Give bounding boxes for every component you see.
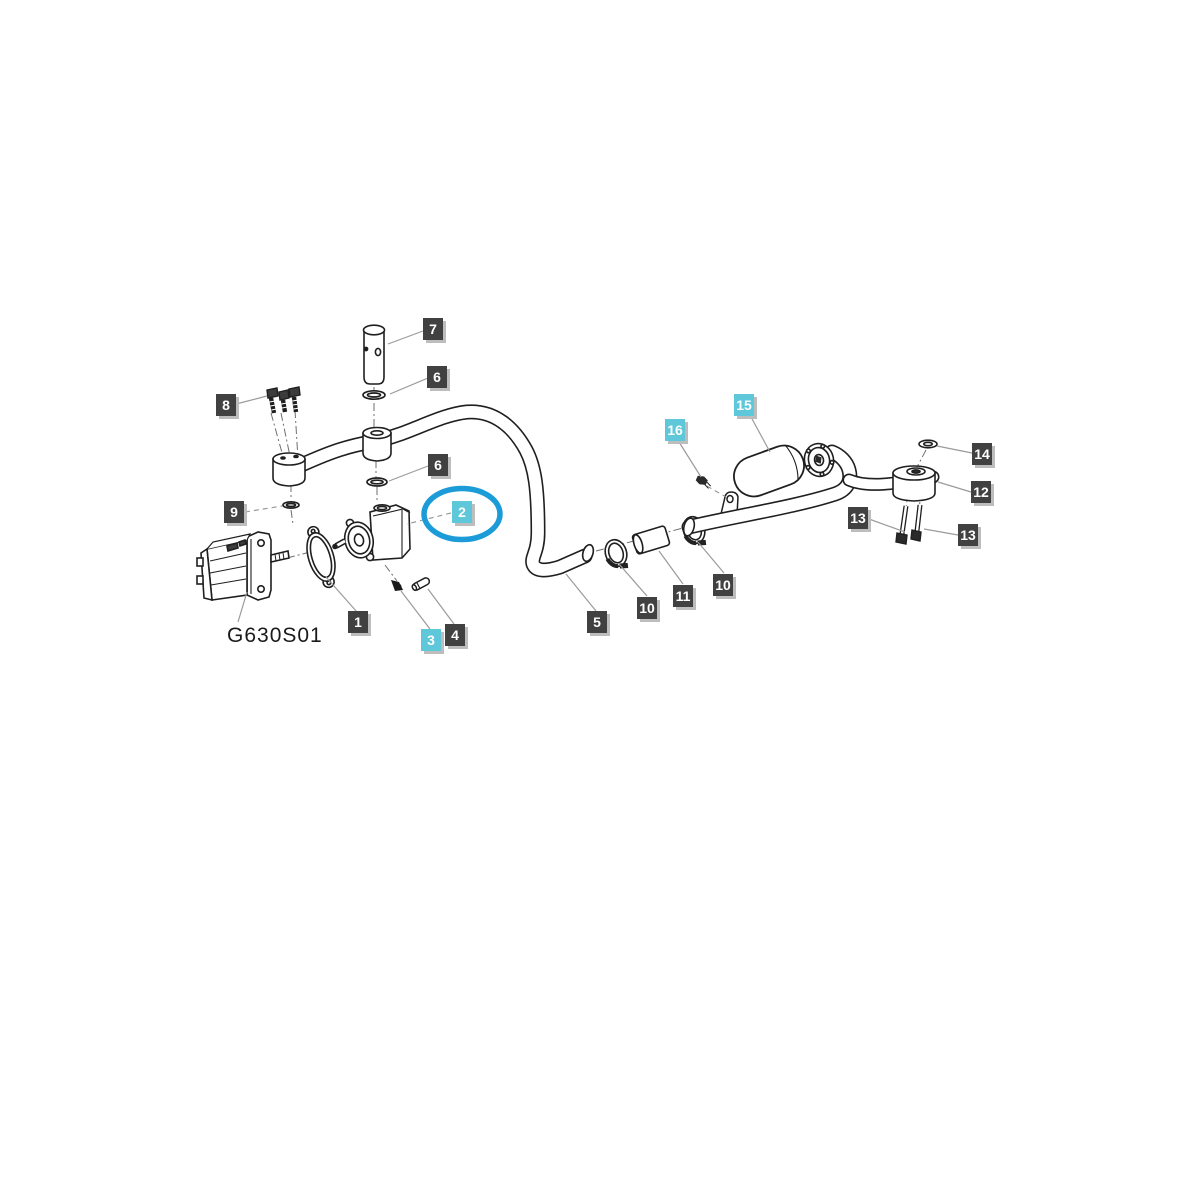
gasket-part-1 xyxy=(306,525,336,589)
pipe-boss xyxy=(362,426,392,462)
leader-lines xyxy=(235,330,973,630)
bolts-part-8 xyxy=(266,386,301,414)
strainer-part-15 xyxy=(733,444,805,498)
callout-13-right[interactable]: 13 xyxy=(958,524,978,546)
pipe-bushing xyxy=(272,452,306,487)
callout-14[interactable]: 14 xyxy=(972,443,992,465)
callout-8[interactable]: 8 xyxy=(216,394,236,416)
highlight-ellipse xyxy=(421,485,503,543)
callout-6-upper[interactable]: 6 xyxy=(427,366,447,388)
callout-9[interactable]: 9 xyxy=(224,501,244,523)
callout-15-highlighted[interactable]: 15 xyxy=(734,394,754,416)
bolt-part-16 xyxy=(695,475,712,489)
callout-16-highlighted[interactable]: 16 xyxy=(665,419,685,441)
callout-10-left[interactable]: 10 xyxy=(637,597,657,619)
callout-6-lower[interactable]: 6 xyxy=(428,454,448,476)
plug-part-3 xyxy=(391,580,403,591)
bolts-part-13 xyxy=(895,504,923,545)
o-ring-part-9 xyxy=(282,500,300,510)
figure-code-label: G630S01 xyxy=(227,624,323,647)
callout-10-right[interactable]: 10 xyxy=(713,574,733,596)
o-ring-part-6-lower xyxy=(366,477,388,487)
callout-2-highlighted[interactable]: 2 xyxy=(452,501,472,523)
callout-13-left[interactable]: 13 xyxy=(848,507,868,529)
washer-part-14 xyxy=(918,439,938,449)
callout-1[interactable]: 1 xyxy=(348,611,368,633)
callout-5[interactable]: 5 xyxy=(587,611,607,633)
pipe-bracket-tab xyxy=(720,491,739,516)
callout-7[interactable]: 7 xyxy=(423,318,443,340)
hose-open-end xyxy=(581,543,595,563)
callout-4[interactable]: 4 xyxy=(445,624,465,646)
fitting-part-7 xyxy=(362,324,386,385)
callout-11[interactable]: 11 xyxy=(673,585,693,607)
pin-part-4 xyxy=(411,577,431,592)
hydraulic-pump-part-2 xyxy=(332,503,411,562)
sleeve-part-11 xyxy=(631,525,671,555)
flange-port xyxy=(803,442,835,478)
o-ring-part-6-upper xyxy=(362,389,386,401)
mount-block-part-12 xyxy=(892,465,936,502)
bolt-16-dash-line xyxy=(706,485,727,498)
pump-assembly-unit xyxy=(196,531,290,602)
callout-3-highlighted[interactable]: 3 xyxy=(421,629,441,651)
callout-12[interactable]: 12 xyxy=(971,481,991,503)
